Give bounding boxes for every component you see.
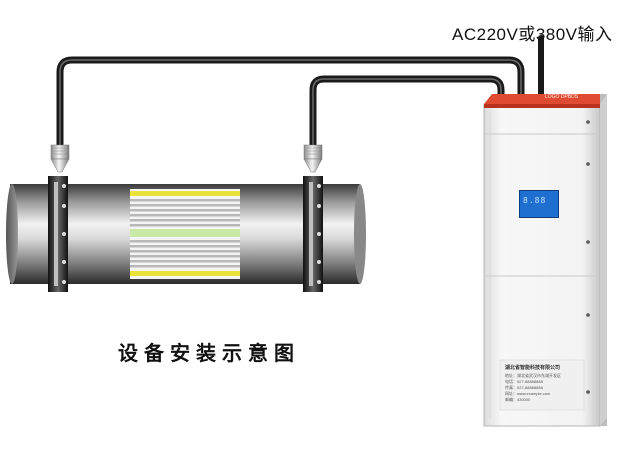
cable-left-outer: [56, 56, 525, 152]
power-input-label: AC220V或380V输入: [452, 25, 613, 44]
cable-right-outer: [309, 75, 505, 152]
probe-left-icon: [50, 144, 70, 173]
control-cabinet: [483, 94, 607, 427]
nameplate-line: 地址：湖北省武汉市东湖开发区: [505, 373, 561, 378]
display-readout: 8.88: [523, 196, 547, 205]
flange-right: [303, 176, 323, 292]
cabinet-display: 8.88: [519, 190, 559, 218]
probe-right-icon: [303, 144, 323, 173]
nameplate-line: 电话：027-88888888: [505, 379, 543, 384]
nameplate-line: 湖北省智能科技有限公司: [505, 365, 561, 371]
flange-left: [48, 176, 68, 292]
nameplate-line: 网址：www.example.com: [505, 391, 551, 396]
diagram-caption: 设备安装示意图: [118, 343, 300, 365]
nameplate-line: 传真：027-88888888: [505, 385, 543, 390]
nameplate-line: 邮编：430000: [505, 397, 531, 402]
cable-right-inner: [312, 78, 502, 149]
coil-section: [130, 189, 240, 279]
cabinet-brand: LOGO DPBDS: [545, 94, 579, 100]
signal-cables: [56, 35, 544, 152]
cable-left-inner: [59, 59, 522, 149]
